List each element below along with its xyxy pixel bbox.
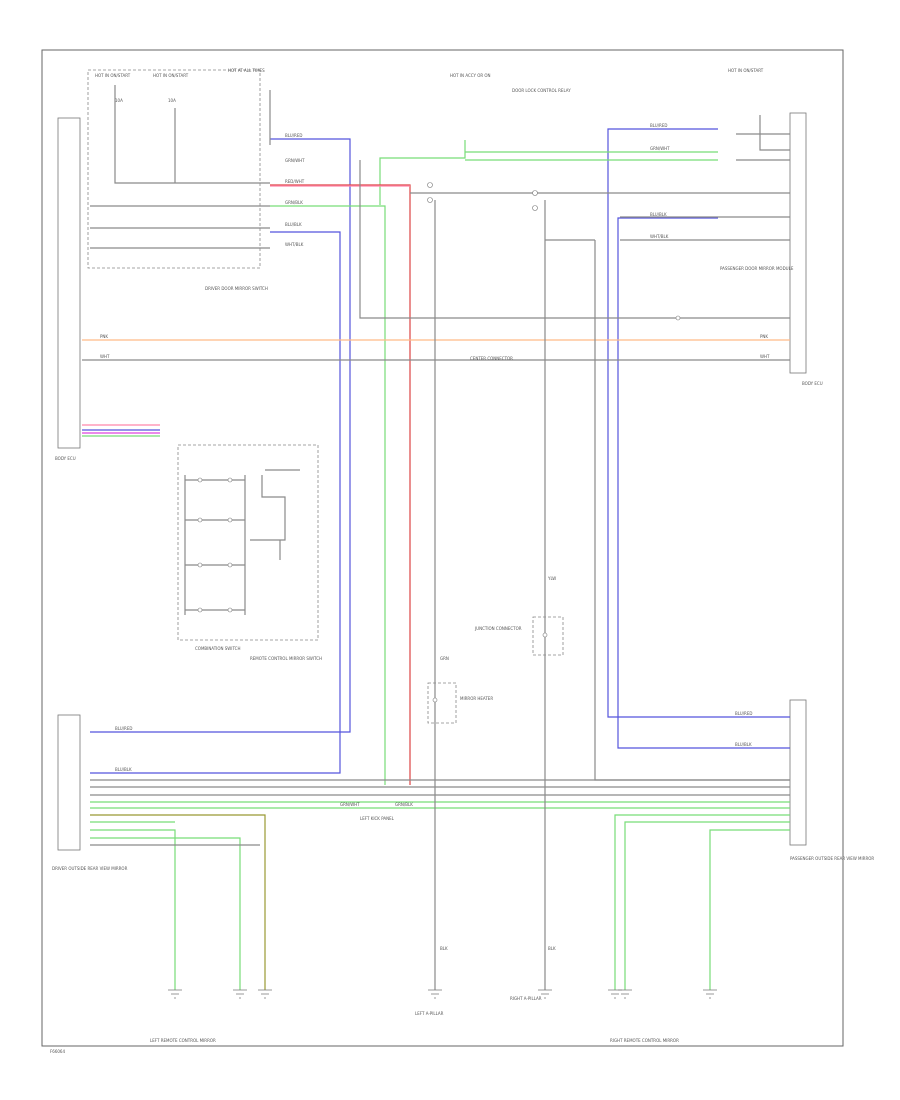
junction-connector-label: JUNCTION CONNECTOR <box>474 626 522 631</box>
body-ecu-box <box>57 117 81 449</box>
wire-label: BLU/RED <box>115 726 132 731</box>
component-labels: HOT IN ON/START 10A HOT IN ON/START 10A … <box>52 68 874 1043</box>
fuse-label-left-3: HOT AT ALL TIMES <box>228 68 265 73</box>
left-kick-panel-label: LEFT KICK PANEL <box>360 816 395 821</box>
fuse-label-top-right: HOT IN ON/START <box>728 68 764 73</box>
driver-mirror-box <box>57 714 81 851</box>
passenger-mirror-label: PASSENGER OUTSIDE REAR VIEW MIRROR <box>790 856 874 861</box>
wire-label: WHT/BLK <box>650 234 669 239</box>
wire-label: WHT <box>100 354 110 359</box>
wire-label: GRN/WHT <box>285 158 305 163</box>
wire-label: YLW <box>547 576 556 581</box>
driver-door-module-box <box>87 69 261 269</box>
mirror-heater-box <box>427 682 457 724</box>
wire-label: GRN/WHT <box>340 802 360 807</box>
driver-door-module-label: DRIVER DOOR MIRROR SWITCH <box>205 286 268 291</box>
wire-label: BLU/RED <box>285 133 302 138</box>
blue-wires <box>82 128 790 774</box>
wire-label: GRN/WHT <box>650 146 670 151</box>
wire-label: BLU/RED <box>650 123 667 128</box>
right-ground-label: RIGHT A-PILLAR <box>510 996 542 1001</box>
ground-symbols <box>168 989 717 999</box>
passenger-mirror-box <box>789 699 807 846</box>
figure-id: F66064 <box>50 1049 65 1054</box>
switch-internals <box>184 469 300 615</box>
left-ground-label: LEFT A-PILLAR <box>415 1011 444 1016</box>
wire-label: BLU/BLK <box>735 742 752 747</box>
wire-color-labels: BLU/RED GRN/WHT RED/WHT GRN/BLK BLU/BLK … <box>100 123 770 951</box>
passenger-door-module-box <box>789 112 807 374</box>
body-ecu-label: BODY ECU <box>55 456 76 461</box>
connector-pins <box>197 182 681 703</box>
wire-label: GRN/BLK <box>395 802 413 807</box>
wire-label: WHT/BLK <box>285 242 304 247</box>
wire-label: BLK <box>548 946 556 951</box>
center-connector-label: CENTER CONNECTOR <box>470 356 513 361</box>
left-mirror-motor-label: LEFT REMOTE CONTROL MIRROR <box>150 1038 216 1043</box>
combination-switch-label: COMBINATION SWITCH <box>195 646 240 651</box>
wire-label: PNK <box>760 334 768 339</box>
fuse-label-top-center: HOT IN ACCY OR ON <box>450 73 491 78</box>
fuse-label-left-2: HOT IN ON/START <box>153 73 189 78</box>
red-wires <box>270 184 411 785</box>
center-junction-box <box>532 616 564 656</box>
driver-mirror-label: DRIVER OUTSIDE REAR VIEW MIRROR <box>52 866 128 871</box>
body-ecu-right-label: BODY ECU <box>802 381 823 386</box>
passenger-door-module-label: PASSENGER DOOR MIRROR MODULE <box>720 266 794 271</box>
remote-control-switch-box <box>177 444 319 641</box>
fuse-label-left-2b: 10A <box>168 98 176 103</box>
remote-control-switch-label: REMOTE CONTROL MIRROR SWITCH <box>250 656 322 661</box>
wire-label: WHT <box>760 354 770 359</box>
wire-label: BLU/BLK <box>285 222 302 227</box>
wire-label: BLU/BLK <box>115 767 132 772</box>
diagram-frame <box>41 49 844 1047</box>
green-wires <box>82 140 790 990</box>
wire-label: BLU/RED <box>735 711 752 716</box>
door-lock-relay-label: DOOR LOCK CONTROL RELAY <box>512 88 571 93</box>
right-mirror-motor-label: RIGHT REMOTE CONTROL MIRROR <box>610 1038 679 1043</box>
wire-label: RED/WHT <box>285 179 305 184</box>
fuse-label-left-1: HOT IN ON/START <box>95 73 131 78</box>
mirror-heater-label: MIRROR HEATER <box>460 696 493 701</box>
wire-label: GRN/BLK <box>285 200 303 205</box>
wire-label: GRN <box>440 656 449 661</box>
black-wires <box>82 85 790 990</box>
wire-label: PNK <box>100 334 108 339</box>
orange-wires <box>82 339 790 990</box>
wire-label: BLK <box>440 946 448 951</box>
wire-label: BLU/BLK <box>650 212 667 217</box>
fuse-label-left-1b: 10A <box>115 98 123 103</box>
